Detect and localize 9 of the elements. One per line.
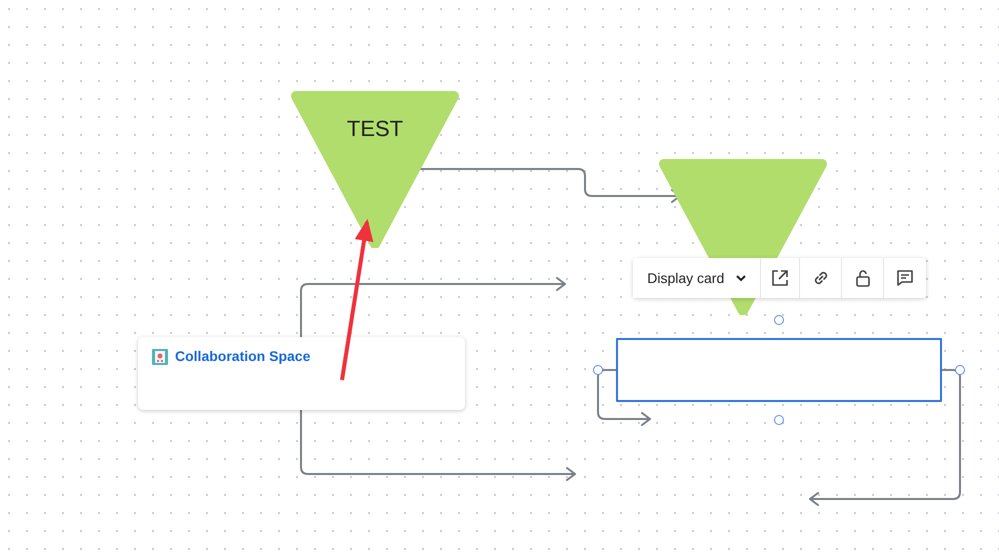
arrow [340, 218, 374, 380]
triangle-shape [290, 90, 460, 248]
arrow [300, 410, 576, 481]
selected-card [616, 338, 942, 402]
card-title: Collaboration Space [175, 348, 310, 364]
dropdown-label: Display card [647, 270, 724, 286]
shape-label: TEST [346, 116, 404, 142]
arrow [300, 277, 566, 337]
link-card [138, 337, 465, 410]
